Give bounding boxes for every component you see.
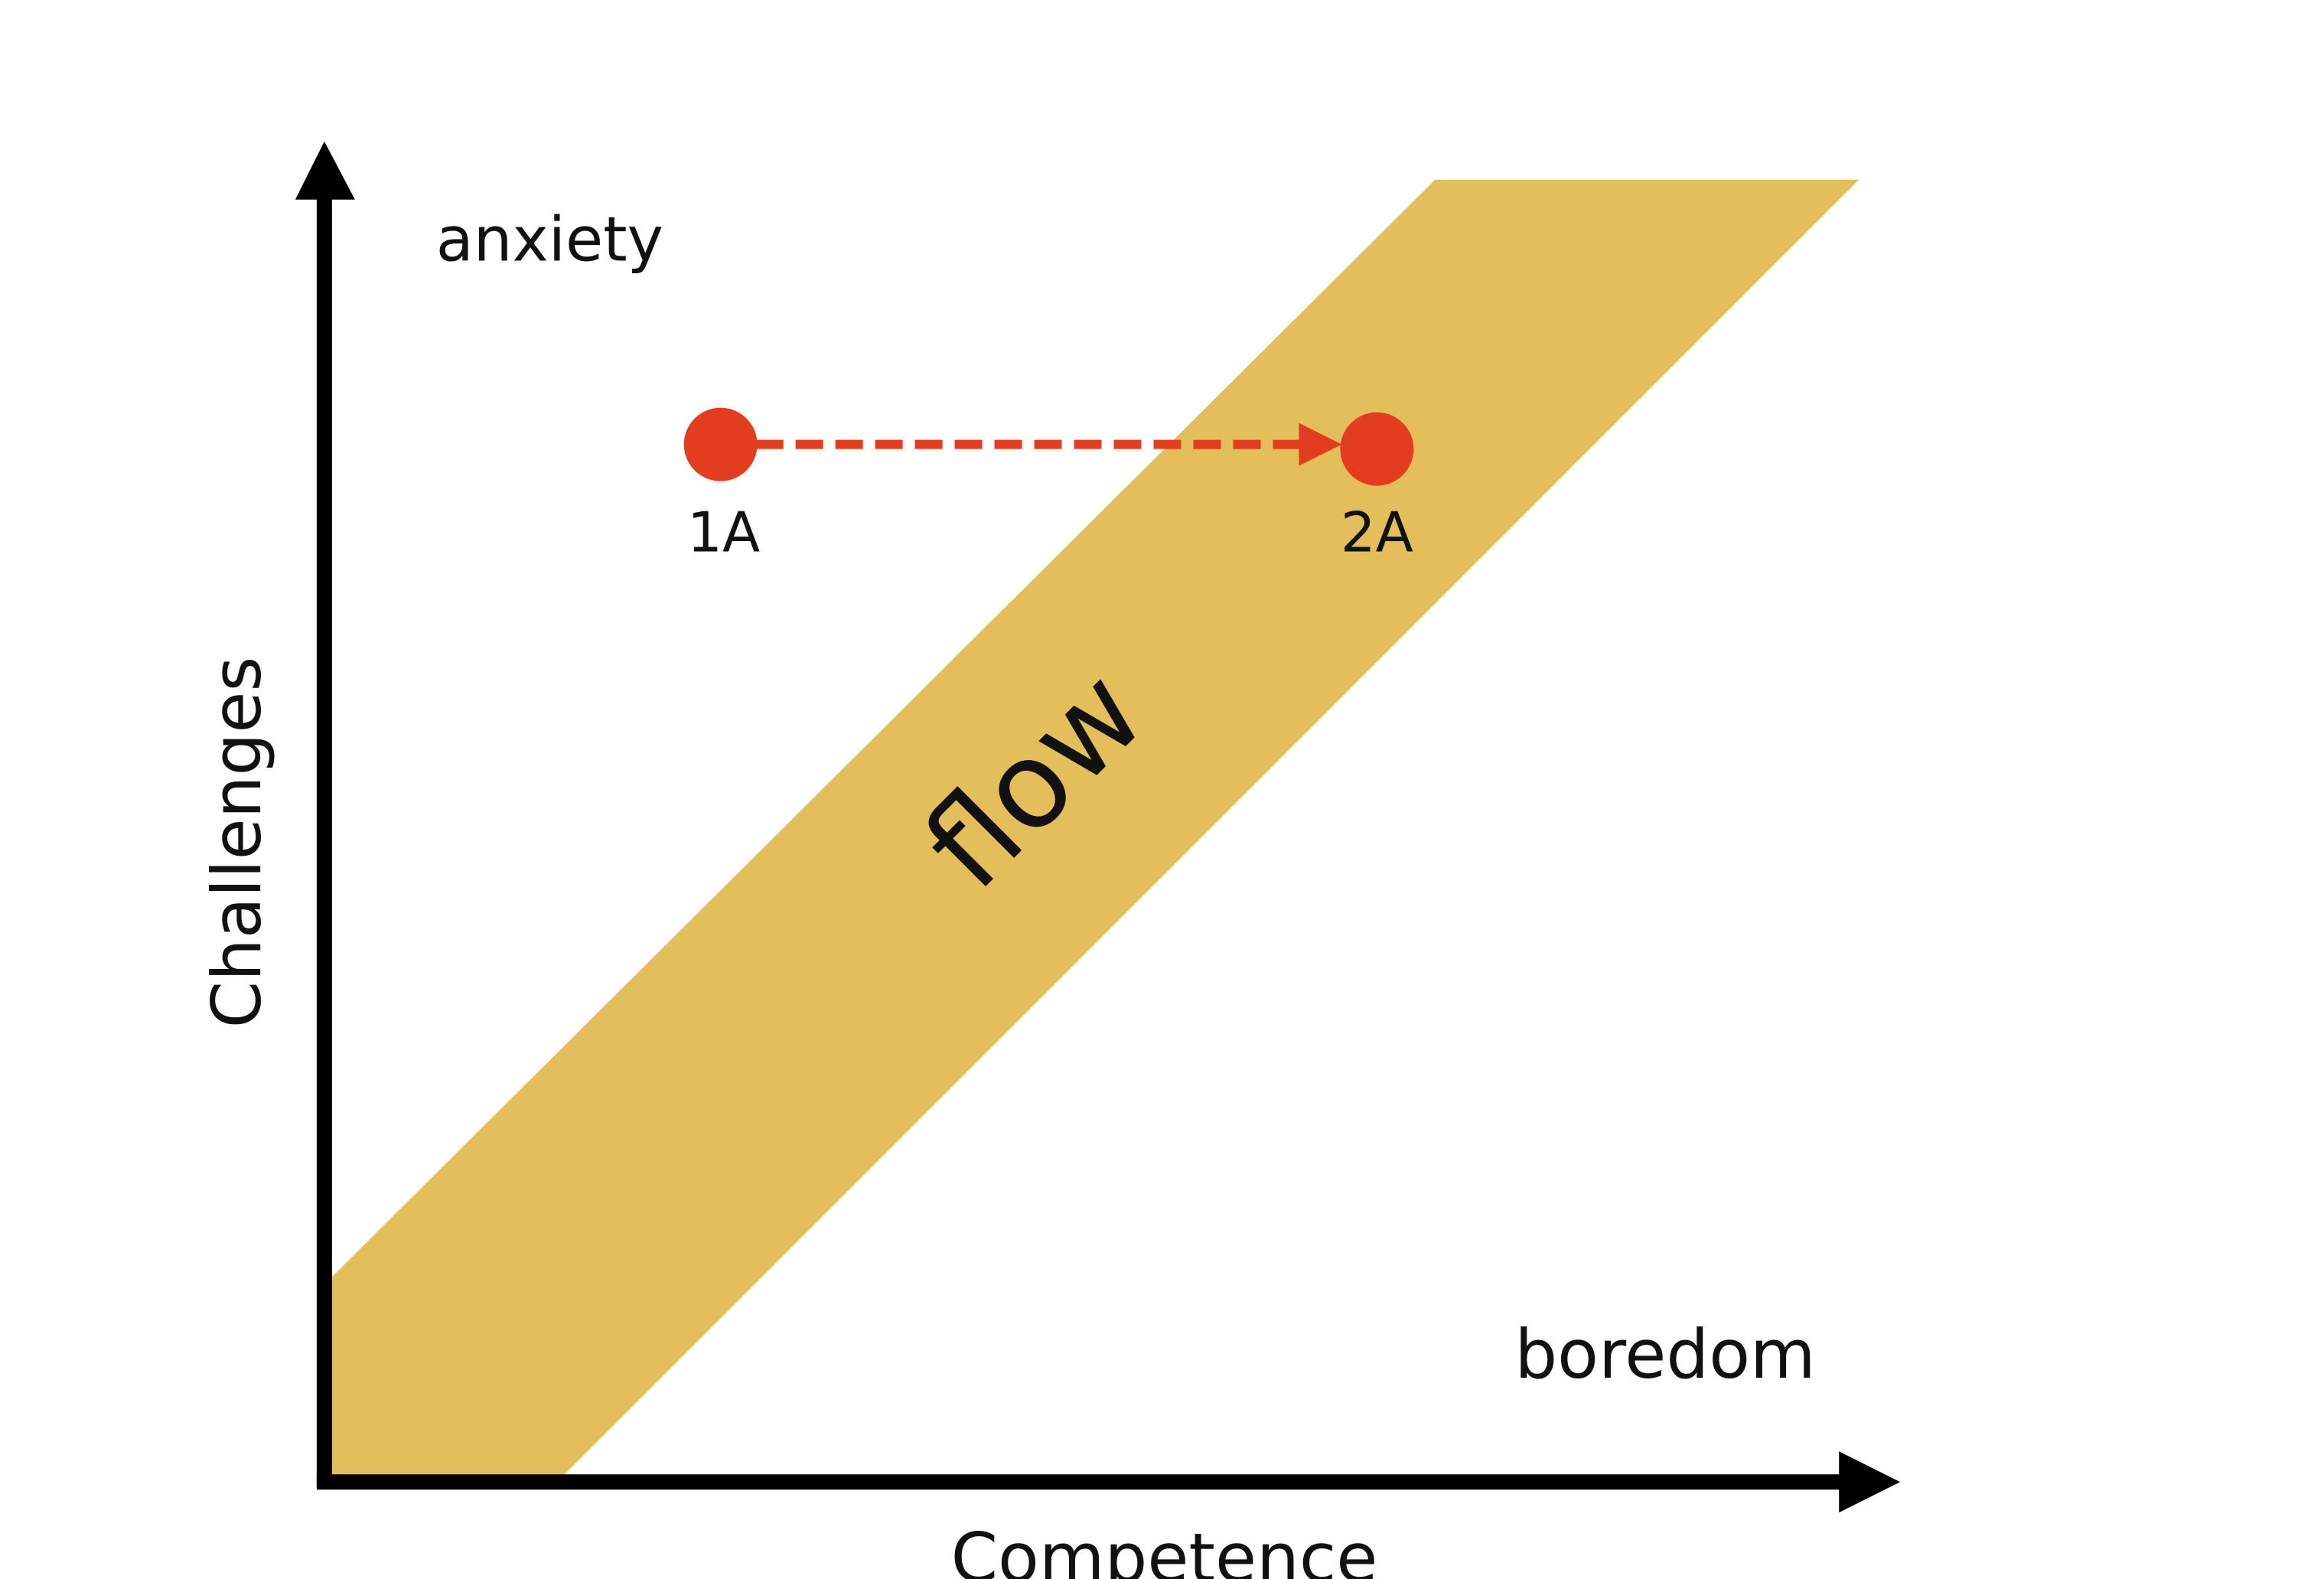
y-axis-arrowhead [295, 141, 355, 200]
point-2a-label: 2A [1341, 501, 1413, 565]
transition-arrowhead [1299, 422, 1342, 466]
point-1a-label: 1A [687, 501, 760, 565]
region-anxiety-label: anxiety [436, 204, 663, 276]
region-boredom-label: boredom [1514, 1315, 1815, 1394]
point-1a [683, 407, 758, 481]
y-axis-label: Challenges [197, 657, 276, 1029]
point-2a [1340, 412, 1414, 486]
x-axis-label: Competence [951, 1519, 1378, 1579]
flow-band [331, 179, 1860, 1476]
axes [295, 141, 1901, 1513]
x-axis-arrowhead [1839, 1451, 1901, 1513]
